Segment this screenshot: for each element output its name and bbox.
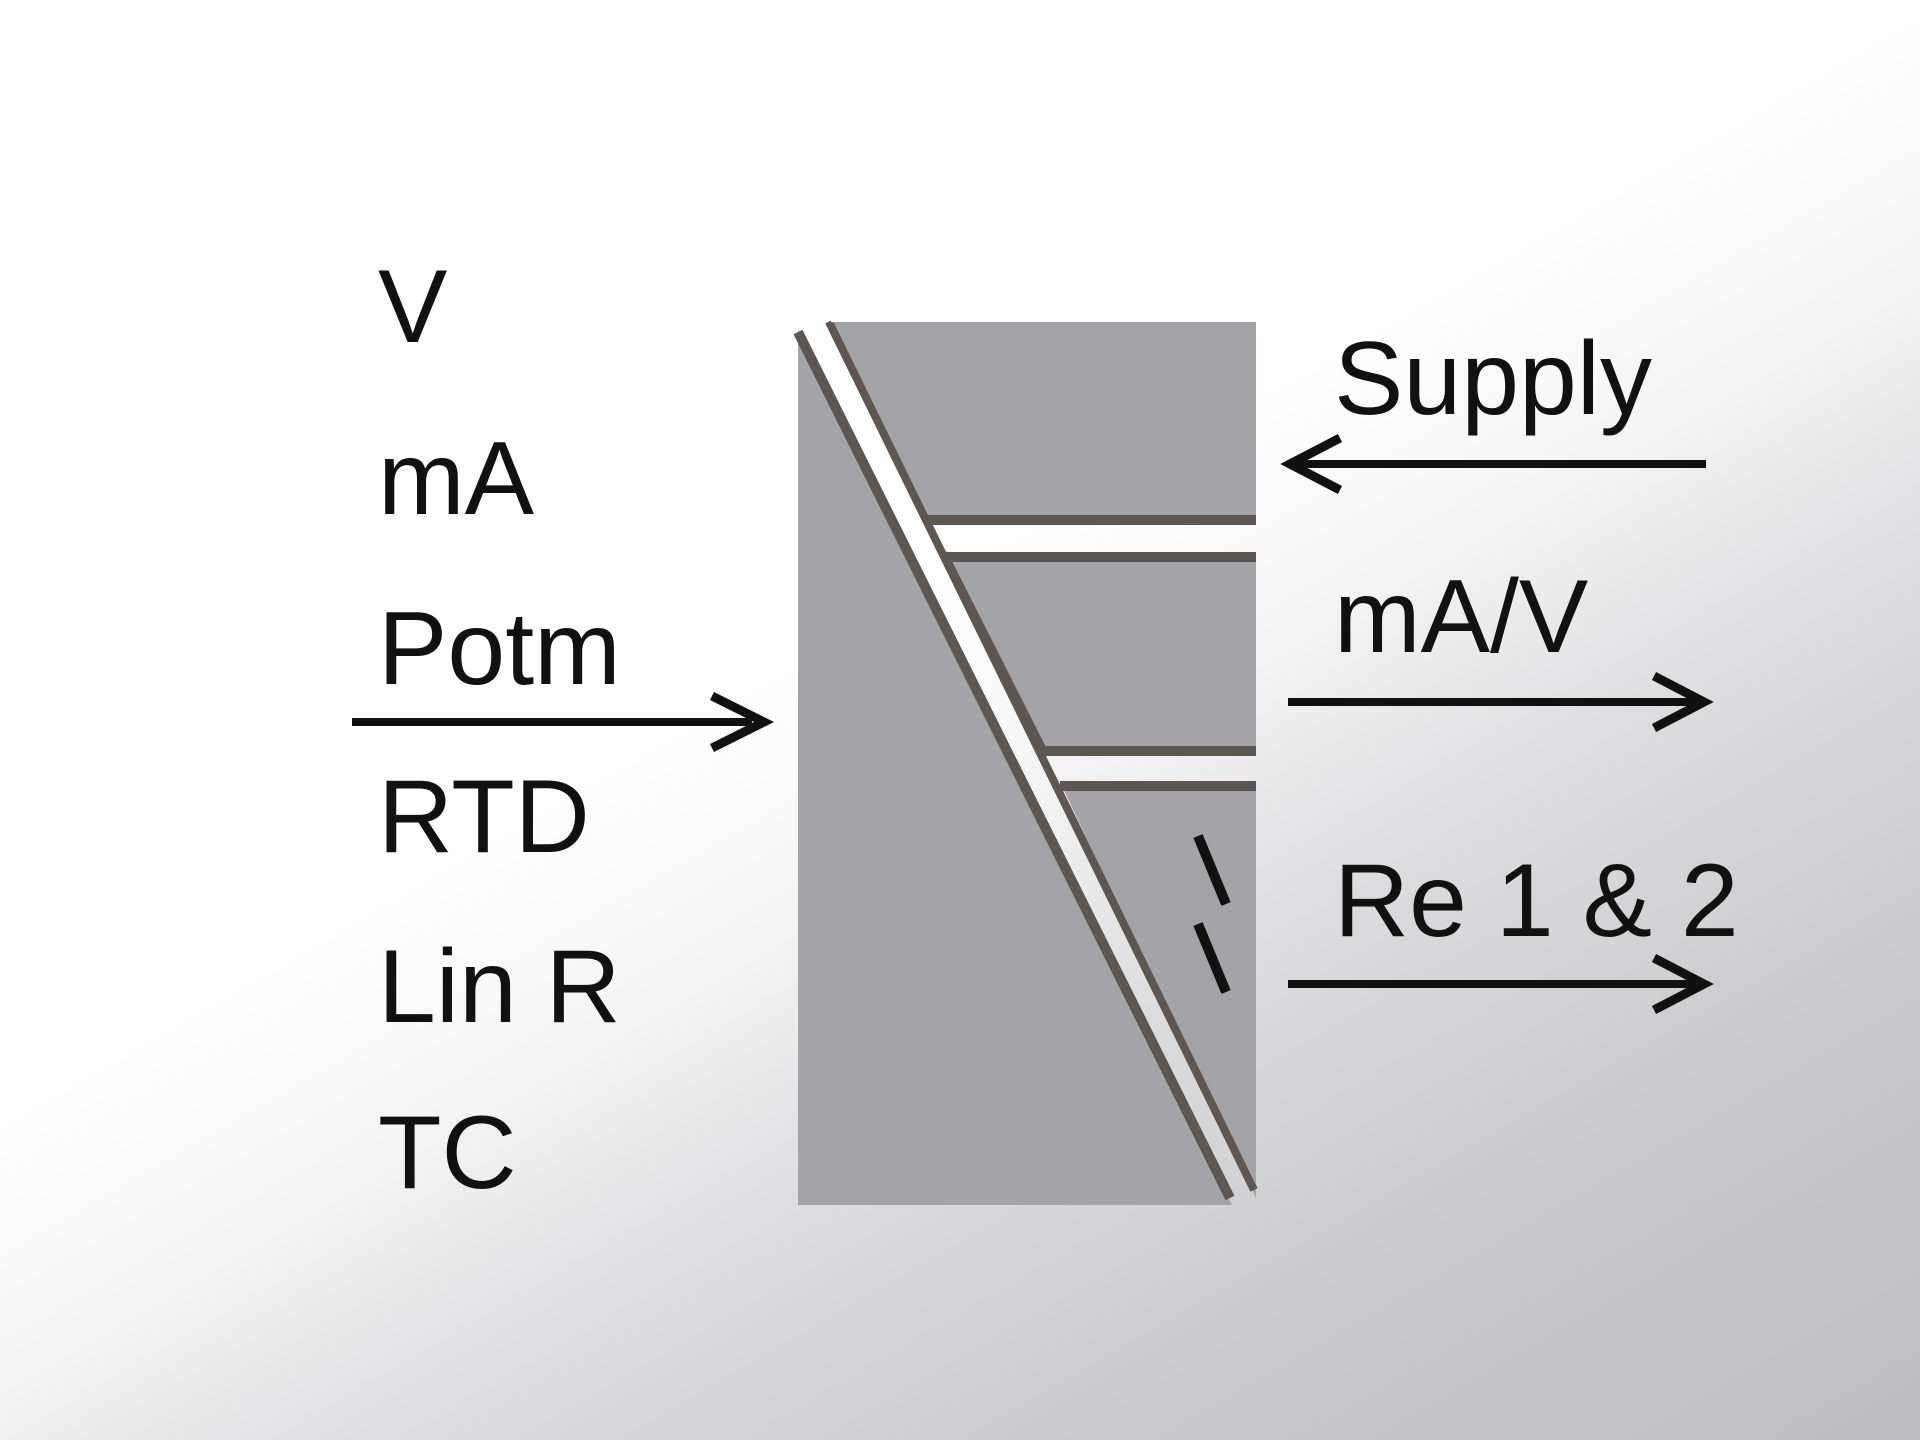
input-label-tc: TC xyxy=(378,1095,517,1211)
input-label-potm: Potm xyxy=(378,591,621,707)
input-label-v: V xyxy=(378,249,447,365)
supply-arrow xyxy=(1280,434,1706,494)
supply-label: Supply xyxy=(1334,321,1652,437)
input-arrow xyxy=(352,691,775,753)
relay-contact-icon xyxy=(1193,834,1231,994)
supply-section xyxy=(828,322,1256,524)
analog-output-label: mA/V xyxy=(1334,559,1588,675)
relay-output-label: Re 1 & 2 xyxy=(1334,843,1739,959)
module-block xyxy=(793,320,1258,1205)
input-label-ma: mA xyxy=(378,421,535,537)
input-label-lin-r: Lin R xyxy=(378,929,621,1045)
input-label-rtd: RTD xyxy=(378,759,590,875)
relay-output-arrow xyxy=(1288,954,1714,1014)
analog-output-arrow xyxy=(1288,672,1714,732)
